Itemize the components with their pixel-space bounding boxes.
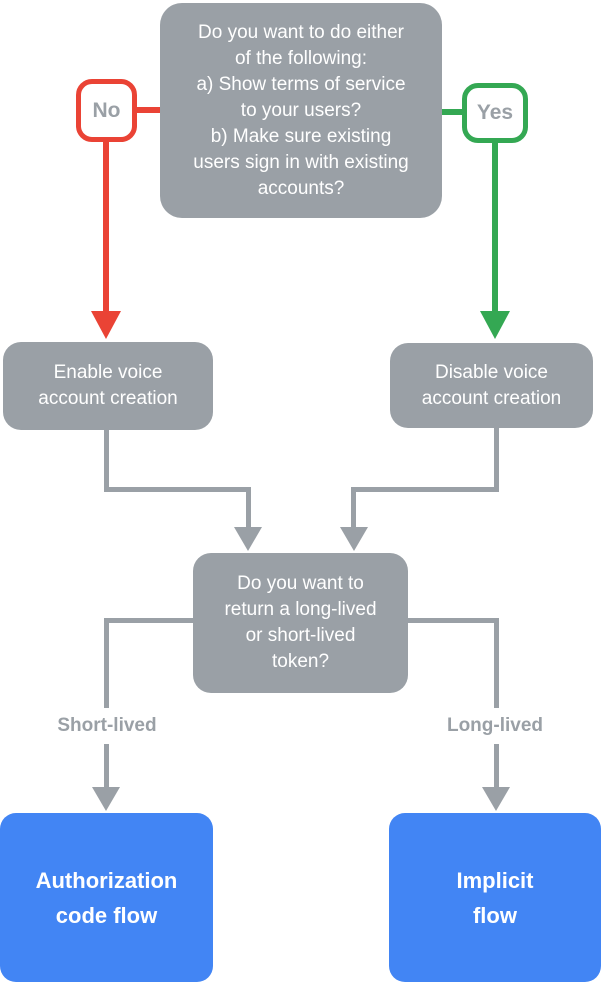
edge-enable-to-token-drop [246, 487, 251, 527]
edge-disable-to-token-vertical [494, 428, 499, 492]
arrow-down-icon-green [480, 311, 510, 339]
action-node-enable-voice-account-creation: Enable voice account creation [3, 342, 213, 430]
result-node-implicit-flow: Implicit flow [389, 813, 601, 982]
decision-node-token-lifetime: Do you want to return a long-lived or sh… [193, 553, 408, 693]
edge-label-no: No [76, 79, 137, 142]
action-node-disable-voice-account-creation: Disable voice account creation [390, 343, 593, 428]
edge-long-lived-horizontal [408, 618, 499, 623]
edge-label-yes: Yes [462, 83, 528, 143]
edge-enable-to-token-vertical [104, 430, 109, 492]
arrow-down-icon-red [91, 311, 121, 339]
edge-label-long-lived: Long-lived [410, 708, 580, 744]
edge-disable-to-token-drop [351, 487, 356, 527]
edge-yes-horizontal-segment [442, 109, 462, 115]
decision-node-show-terms: Do you want to do either of the followin… [160, 3, 442, 218]
arrow-down-icon-gray-short-lived [92, 787, 120, 811]
edge-disable-to-token-horizontal [351, 487, 499, 492]
edge-no-horizontal-segment [137, 107, 160, 113]
arrow-down-icon-gray-left [234, 527, 262, 551]
edge-short-lived-horizontal [104, 618, 193, 623]
edge-no-vertical-segment [103, 140, 109, 311]
result-node-authorization-code-flow: Authorization code flow [0, 813, 213, 982]
edge-yes-vertical-segment [492, 141, 498, 311]
edge-label-short-lived: Short-lived [22, 708, 192, 744]
arrow-down-icon-gray-long-lived [482, 787, 510, 811]
arrow-down-icon-gray-right [340, 527, 368, 551]
edge-long-lived-vertical [494, 618, 499, 788]
edge-enable-to-token-horizontal [104, 487, 251, 492]
edge-short-lived-vertical [104, 618, 109, 788]
